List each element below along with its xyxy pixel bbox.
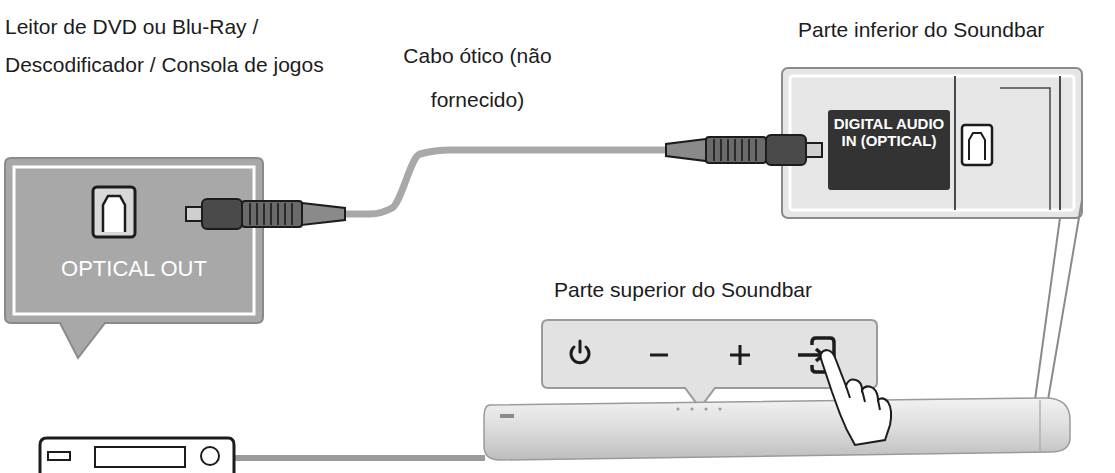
- optical-plug: [666, 135, 822, 165]
- view-heading: Parte superior do Soundbar: [554, 278, 812, 302]
- power-button: [571, 341, 589, 363]
- button-panel: Parte superior do Soundbar: [542, 320, 877, 388]
- soundbar: [484, 398, 1070, 460]
- view-heading: Parte inferior do Soundbar: [798, 18, 1044, 42]
- optical-plug: [186, 199, 345, 229]
- volume-down-button: [650, 354, 668, 357]
- dvd-player: [40, 438, 234, 473]
- volume-up-button: [730, 345, 750, 365]
- port-label: OPTICAL OUT: [5, 256, 263, 282]
- cable-label: Cabo ótico (não fornecido): [390, 34, 565, 122]
- device-link: [230, 455, 485, 461]
- optical-port: [962, 125, 992, 165]
- port-label-plate: DIGITAL AUDIO IN (OPTICAL): [828, 110, 950, 190]
- callout-box: Leitor de DVD ou Blu-Ray / Descodificado…: [5, 158, 263, 323]
- callout-box: [5, 158, 263, 358]
- hand: [821, 350, 891, 445]
- port-label: DIGITAL AUDIO IN (OPTICAL): [832, 116, 946, 149]
- optical-port: [93, 187, 135, 237]
- callout-box: Parte inferior do SoundbarDIGITAL AUDIO …: [782, 68, 1082, 218]
- device-heading: Leitor de DVD ou Blu-Ray / Descodificado…: [5, 8, 350, 84]
